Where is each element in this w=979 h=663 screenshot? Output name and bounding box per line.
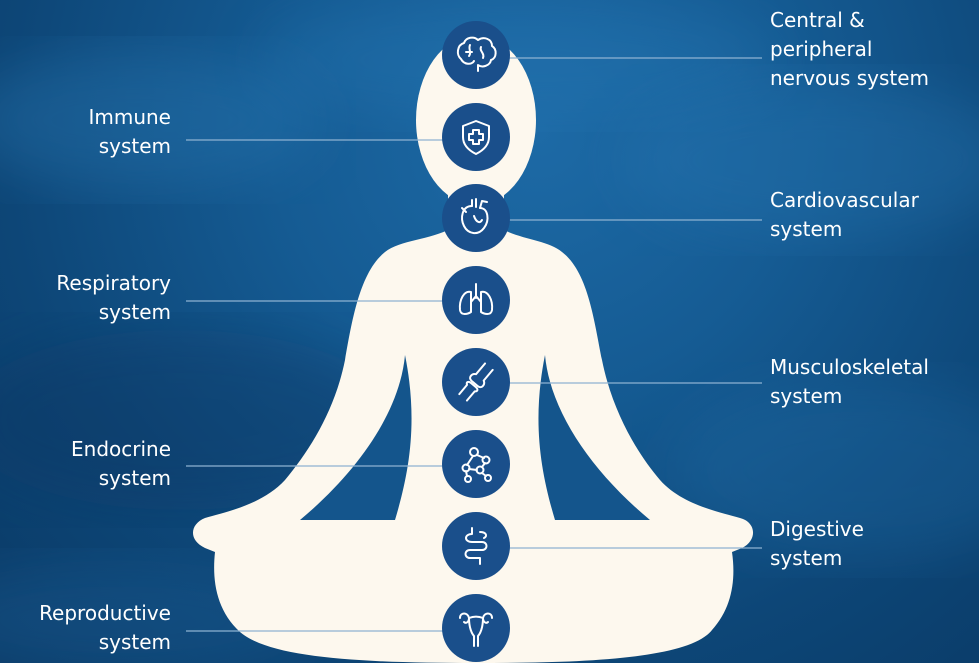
label-nervous-system: Central & peripheral nervous system: [770, 8, 930, 90]
heart-icon-circle: [442, 184, 510, 252]
uterus-icon-circle: [442, 594, 510, 662]
uterus-icon: [459, 612, 493, 647]
label-respiratory-system: Respiratory system: [56, 271, 171, 324]
label-musculoskeletal-system: Musculoskeletal system: [770, 355, 929, 408]
intestine-icon-circle: [442, 512, 510, 580]
lungs-icon-circle: [442, 266, 510, 334]
label-reproductive-system: Reproductive system: [39, 601, 171, 654]
brain-icon: [456, 36, 497, 72]
molecule-icon: [461, 447, 492, 483]
shield-cross-icon: [462, 120, 490, 155]
knee-joint-icon-circle: [442, 348, 510, 416]
label-cardiovascular-system: Cardiovascular system: [770, 188, 919, 241]
label-digestive-system: Digestive system: [770, 517, 864, 570]
shield-cross-icon-circle: [442, 103, 510, 171]
label-immune-system: Immune system: [88, 105, 171, 158]
label-endocrine-system: Endocrine system: [71, 437, 171, 490]
brain-icon-circle: [442, 21, 510, 89]
knee-joint-icon: [458, 362, 494, 402]
lungs-icon: [458, 283, 494, 315]
intestine-icon: [464, 527, 488, 565]
leader-lines: [186, 57, 762, 632]
heart-icon: [461, 198, 489, 234]
molecule-icon-circle: [442, 430, 510, 498]
